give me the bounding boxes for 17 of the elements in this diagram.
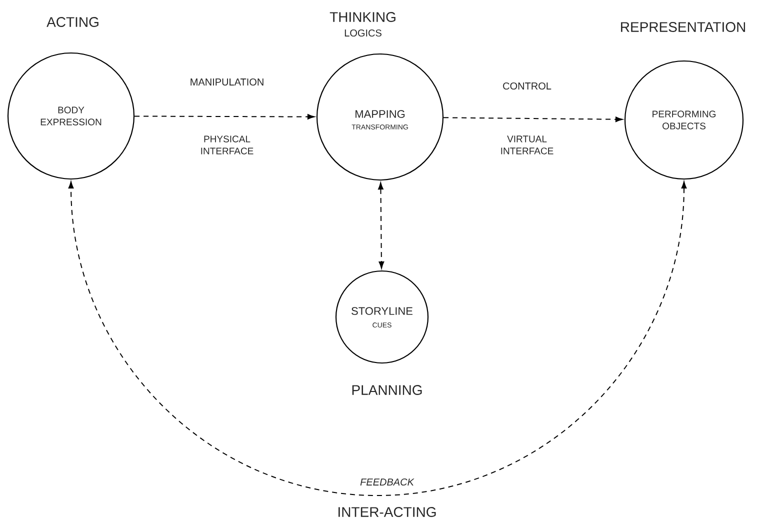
label: INTER-ACTING (338, 507, 436, 517)
label: VIRTUAL INTERFACE (501, 136, 554, 154)
circle-node: PERFORMING OBJECTS (624, 60, 744, 180)
arrow (134, 114, 315, 120)
label: PHYSICAL INTERFACE (201, 136, 254, 154)
edge-label: FEEDBACK (359, 477, 415, 487)
heading: THINKING (330, 12, 396, 22)
heading: PLANNING (352, 385, 422, 395)
heading: REPRESENTATION (621, 22, 746, 32)
arrow (443, 116, 623, 122)
edge-label: CONTROL (502, 81, 552, 91)
circle-node: BODY EXPRESSION (7, 52, 135, 180)
edge-label: MANIPULATION (188, 77, 266, 87)
arrow (68, 181, 687, 496)
heading: LOGICS (344, 29, 382, 37)
arrow (378, 182, 384, 269)
heading: ACTING (46, 17, 98, 27)
